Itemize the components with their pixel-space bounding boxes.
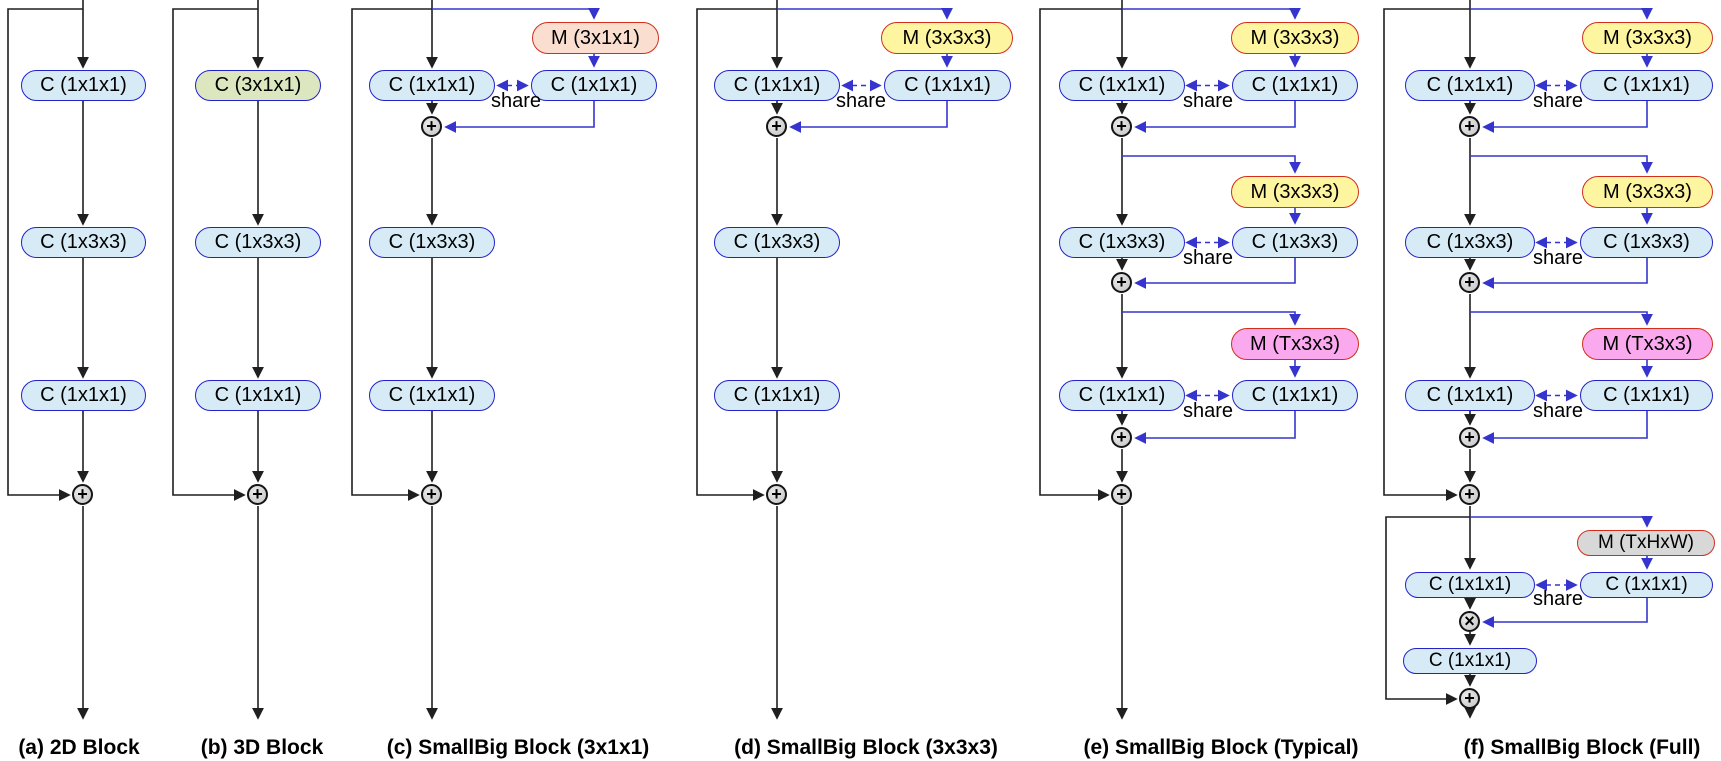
panel-e-small1-node: C (1x1x1) bbox=[1059, 70, 1185, 101]
share-label: share bbox=[1532, 588, 1584, 610]
panel-e-add1-op: + bbox=[1111, 116, 1132, 137]
panel-d-conv2-node: C (1x3x3) bbox=[714, 227, 840, 258]
panel-f-m3-node: M (Tx3x3) bbox=[1582, 328, 1713, 360]
panel-a-add-op: + bbox=[72, 484, 93, 505]
panel-d-caption: (d) SmallBig Block (3x3x3) bbox=[734, 736, 998, 759]
panel-f-caption: (f) SmallBig Block (Full) bbox=[1463, 736, 1701, 759]
panel-e-m1-node: M (3x3x3) bbox=[1231, 22, 1359, 54]
panel-a-conv1-node: C (1x1x1) bbox=[21, 70, 146, 101]
panel-f-add1-op: + bbox=[1459, 116, 1480, 137]
panel-c-conv2-node: C (1x3x3) bbox=[369, 227, 495, 258]
panel-f-big1-node: C (1x1x1) bbox=[1580, 70, 1713, 101]
panel-c-big1-node: C (1x1x1) bbox=[531, 70, 657, 101]
panel-e-m2-node: M (3x3x3) bbox=[1231, 176, 1359, 208]
panel-d-add1-op: + bbox=[766, 116, 787, 137]
panel-f-multiply-op: × bbox=[1459, 611, 1480, 632]
panel-b-conv1-node: C (3x1x1) bbox=[195, 70, 321, 101]
panel-e-big3-node: C (1x1x1) bbox=[1232, 380, 1358, 411]
panel-a-conv2-node: C (1x3x3) bbox=[21, 227, 146, 258]
share-label: share bbox=[490, 90, 542, 112]
panel-d-conv3-node: C (1x1x1) bbox=[714, 380, 840, 411]
share-label: share bbox=[1532, 247, 1584, 269]
panel-c-add2-op: + bbox=[421, 484, 442, 505]
panel-c-conv3-node: C (1x1x1) bbox=[369, 380, 495, 411]
panel-f-m4-node: M (TxHxW) bbox=[1577, 530, 1715, 556]
panel-e-caption: (e) SmallBig Block (Typical) bbox=[1083, 736, 1359, 759]
share-label: share bbox=[1182, 247, 1234, 269]
panel-f-m1-node: M (3x3x3) bbox=[1582, 22, 1713, 54]
panel-f-small1-node: C (1x1x1) bbox=[1405, 70, 1535, 101]
panel-c-add1-op: + bbox=[421, 116, 442, 137]
panel-f-m2-node: M (3x3x3) bbox=[1582, 176, 1713, 208]
share-label: share bbox=[1182, 400, 1234, 422]
panel-f-big3-node: C (1x1x1) bbox=[1580, 380, 1713, 411]
panel-d-m1-node: M (3x3x3) bbox=[881, 22, 1013, 54]
panel-f-add2-op: + bbox=[1459, 272, 1480, 293]
panel-f-add3-op: + bbox=[1459, 427, 1480, 448]
panel-e-big1-node: C (1x1x1) bbox=[1232, 70, 1358, 101]
share-label: share bbox=[1182, 90, 1234, 112]
panel-b-conv3-node: C (1x1x1) bbox=[195, 380, 321, 411]
panel-e-small2-node: C (1x3x3) bbox=[1059, 227, 1185, 258]
panel-e-add2-op: + bbox=[1111, 272, 1132, 293]
panel-f-small3-node: C (1x1x1) bbox=[1405, 380, 1535, 411]
panel-c-m1-node: M (3x1x1) bbox=[532, 22, 659, 54]
panel-f-small4-node: C (1x1x1) bbox=[1405, 572, 1535, 598]
panel-f-add4-op: + bbox=[1459, 484, 1480, 505]
panel-b-conv2-node: C (1x3x3) bbox=[195, 227, 321, 258]
share-label: share bbox=[1532, 400, 1584, 422]
share-label: share bbox=[1532, 90, 1584, 112]
panel-d-add2-op: + bbox=[766, 484, 787, 505]
panel-c-caption: (c) SmallBig Block (3x1x1) bbox=[386, 736, 650, 759]
panel-d-small1-node: C (1x1x1) bbox=[714, 70, 840, 101]
panel-f-conv5-node: C (1x1x1) bbox=[1403, 648, 1537, 674]
share-label: share bbox=[835, 90, 887, 112]
panel-d-big1-node: C (1x1x1) bbox=[884, 70, 1011, 101]
panel-f-add5-op: + bbox=[1459, 688, 1480, 709]
panel-c-small1-node: C (1x1x1) bbox=[369, 70, 495, 101]
panel-a-caption: (a) 2D Block bbox=[18, 736, 140, 759]
panel-a-conv3-node: C (1x1x1) bbox=[21, 380, 146, 411]
panel-b-caption: (b) 3D Block bbox=[200, 736, 324, 759]
panel-b-add-op: + bbox=[247, 484, 268, 505]
panel-e-big2-node: C (1x3x3) bbox=[1232, 227, 1358, 258]
panel-e-add3-op: + bbox=[1111, 427, 1132, 448]
panel-f-big2-node: C (1x3x3) bbox=[1580, 227, 1713, 258]
panel-e-add4-op: + bbox=[1111, 484, 1132, 505]
panel-f-big4-node: C (1x1x1) bbox=[1580, 572, 1713, 598]
panel-e-small3-node: C (1x1x1) bbox=[1059, 380, 1185, 411]
panel-e-m3-node: M (Tx3x3) bbox=[1231, 328, 1359, 360]
panel-f-small2-node: C (1x3x3) bbox=[1405, 227, 1535, 258]
